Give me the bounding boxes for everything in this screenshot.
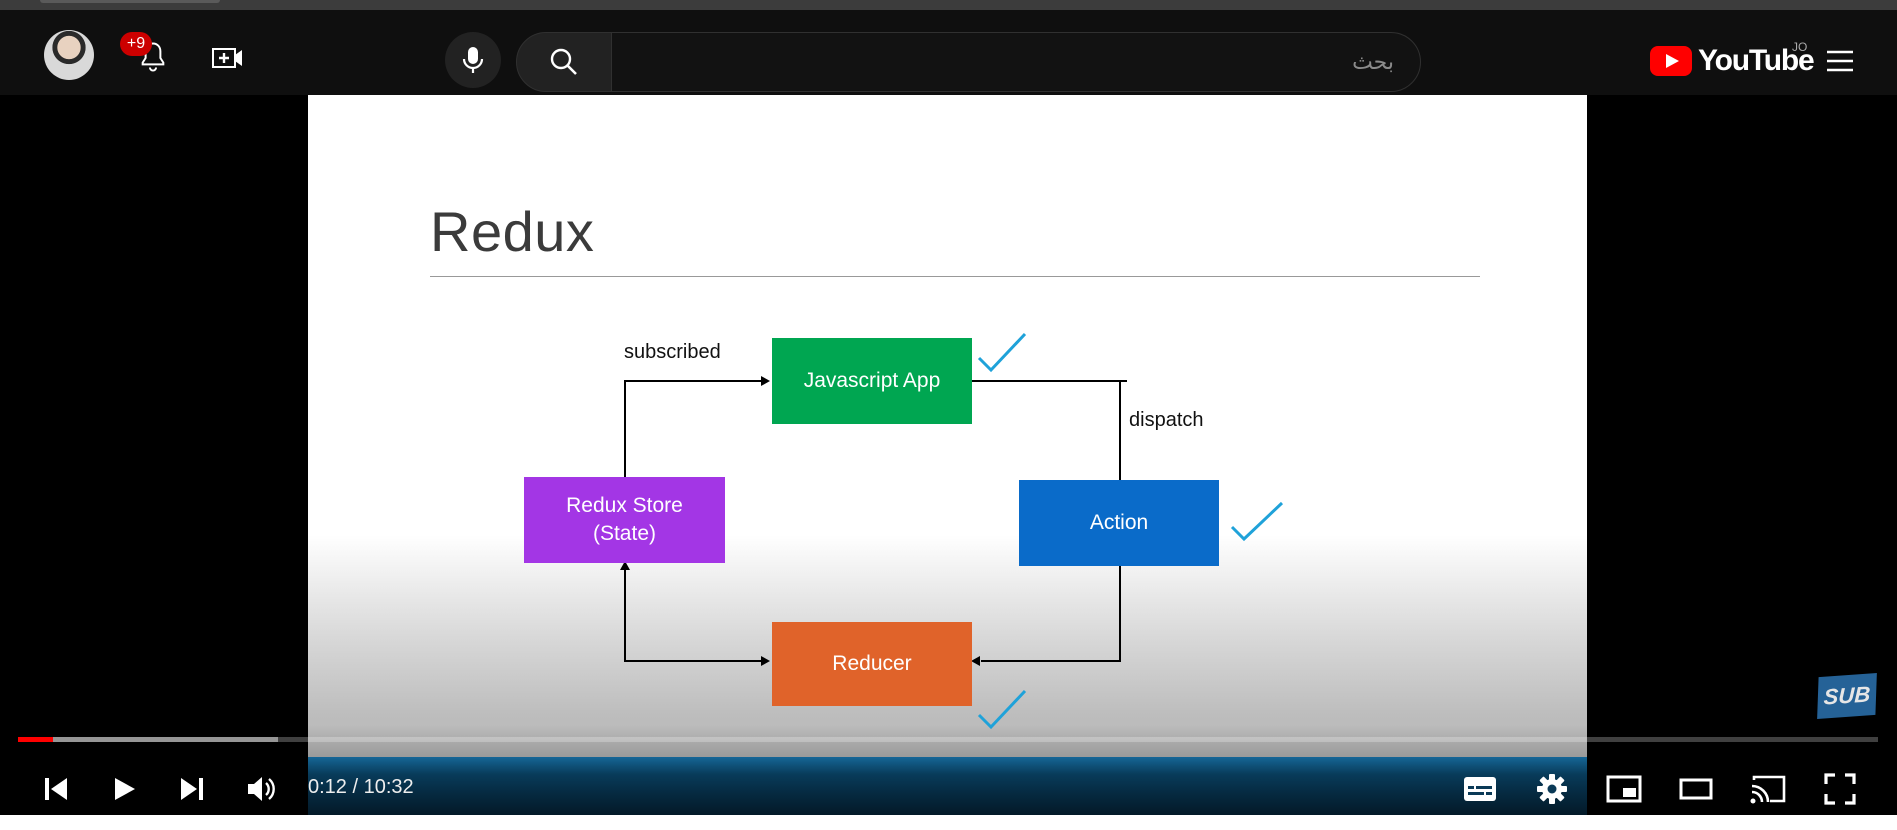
theater-mode-icon [1679, 778, 1713, 800]
controls-gradient [0, 725, 1897, 815]
connector-action-down [1119, 565, 1121, 661]
title-divider [430, 276, 1480, 277]
node-javascript-app: Javascript App [772, 338, 972, 424]
play-button[interactable] [100, 765, 148, 813]
arrowhead-into-reducer [971, 656, 980, 666]
play-icon [115, 778, 135, 800]
subscribe-watermark[interactable]: SUB [1817, 673, 1877, 719]
page-below-player [0, 815, 1897, 830]
youtube-logo[interactable]: YouTube [1650, 44, 1815, 78]
fullscreen-icon [1824, 773, 1856, 805]
previous-button[interactable] [32, 765, 80, 813]
browser-tab-edge [40, 0, 220, 3]
search-input[interactable] [612, 33, 1420, 91]
search-button[interactable] [516, 32, 612, 92]
theater-mode-button[interactable] [1672, 765, 1720, 813]
arrowhead-store-reducer [761, 656, 770, 666]
guide-menu-button[interactable] [1822, 46, 1858, 76]
miniplayer-icon [1606, 775, 1642, 803]
settings-button[interactable] [1528, 765, 1576, 813]
miniplayer-button[interactable] [1600, 765, 1648, 813]
voice-search-button[interactable] [445, 32, 501, 88]
search-field[interactable] [611, 32, 1421, 92]
notification-count-badge: +9 [120, 32, 152, 56]
skip-next-icon [181, 778, 203, 800]
time-display: 0:12 / 10:32 [308, 776, 414, 798]
subtitles-button[interactable] [1456, 765, 1504, 813]
connector-reducer-left [624, 660, 762, 662]
edge-label-dispatch: dispatch [1129, 409, 1204, 431]
microphone-icon [462, 47, 484, 73]
fullscreen-button[interactable] [1816, 765, 1864, 813]
connector-reducer-to-store [624, 570, 626, 662]
create-video-button[interactable] [208, 40, 248, 76]
arrowhead-into-app [761, 376, 770, 386]
youtube-wordmark: YouTube [1698, 44, 1815, 77]
next-button[interactable] [168, 765, 216, 813]
progress-buffered [18, 737, 279, 742]
video-frame-slide: Redux subscribed dispatch Javascript App… [308, 95, 1587, 815]
arrowhead-into-store [620, 561, 630, 570]
connector-store-to-app [624, 380, 762, 382]
avatar[interactable] [44, 30, 94, 80]
slide-title: Redux [430, 200, 595, 263]
skip-previous-icon [45, 778, 67, 800]
connector-app-right [971, 380, 1127, 382]
country-code: JO [1792, 40, 1808, 54]
search-icon [550, 48, 577, 75]
connector-app-to-action [1119, 380, 1121, 482]
youtube-masthead: +9 YouTube JO [0, 10, 1897, 95]
cast-button[interactable] [1744, 765, 1792, 813]
progress-played [18, 737, 54, 742]
browser-top-strip [0, 0, 1897, 10]
connector-action-to-reducer [981, 660, 1121, 662]
subtitles-icon [1464, 777, 1496, 801]
hamburger-menu-icon [1827, 50, 1853, 72]
checkmark-icon [977, 689, 1027, 730]
youtube-play-logo-icon [1650, 46, 1692, 76]
video-camera-plus-icon [212, 48, 242, 68]
cast-icon [1750, 775, 1786, 804]
video-player[interactable]: Redux subscribed dispatch Javascript App… [0, 95, 1897, 815]
mute-button[interactable] [238, 765, 286, 813]
checkmark-icon [977, 332, 1027, 373]
gear-icon [1537, 774, 1567, 804]
volume-icon [248, 777, 275, 801]
node-reducer: Reducer [772, 622, 972, 706]
checkmark-icon [1230, 501, 1284, 542]
node-action: Action [1019, 480, 1219, 566]
edge-label-subscribed: subscribed [624, 341, 721, 363]
slide-bottom-band [308, 757, 1587, 815]
connector-store-up [624, 380, 626, 480]
node-redux-store: Redux Store (State) [524, 477, 725, 563]
progress-bar[interactable] [18, 737, 1878, 742]
